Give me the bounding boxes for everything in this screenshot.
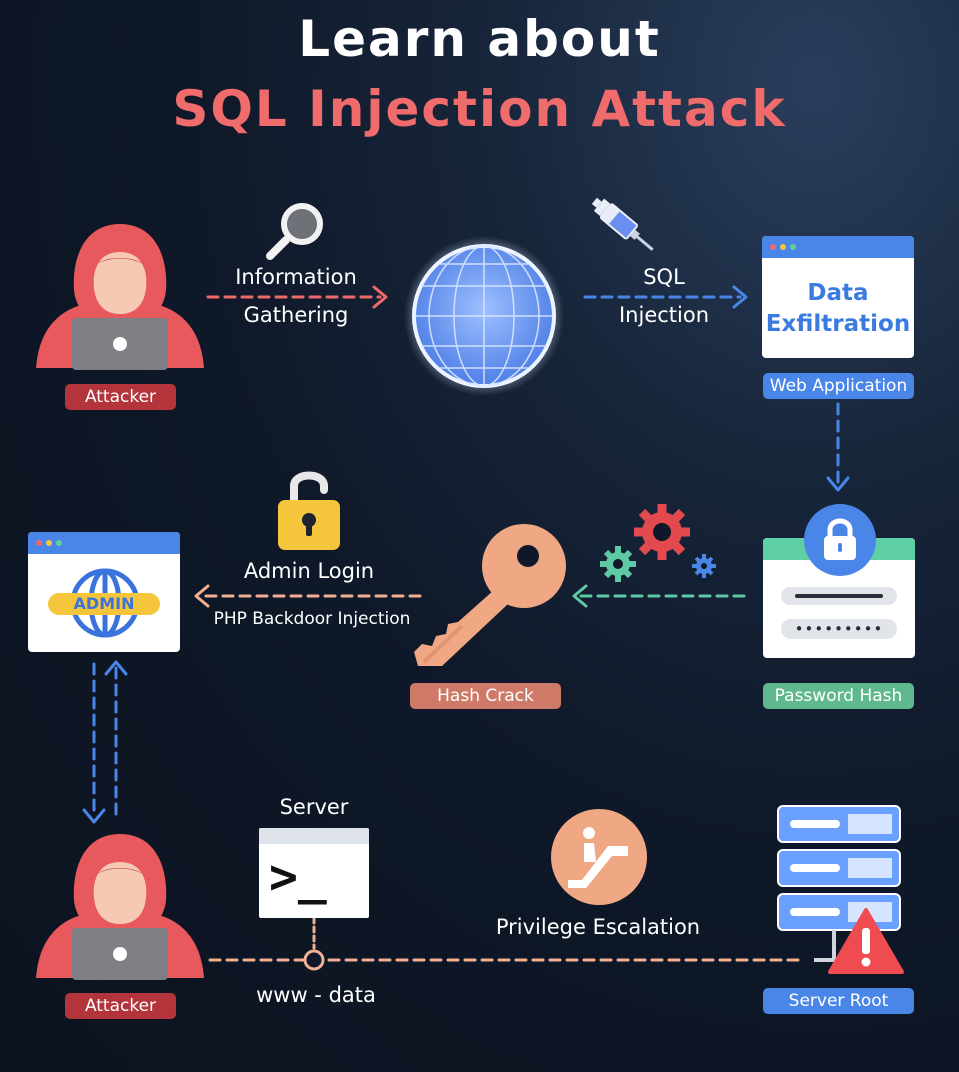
server-label: Server [279,795,349,819]
data-exfil-line1: Data [807,280,869,306]
info-gathering-line1: Information [235,265,357,289]
www-data-label: www - data [256,983,376,1007]
sql-injection-line1: SQL [643,265,685,289]
admin-login-label: Admin Login [243,559,375,583]
web-app-window: Data Exfiltration [762,236,914,358]
terminal-prompt: >_ [269,849,327,905]
sql-injection-line2: Injection [618,303,710,327]
warning-icon [828,908,904,974]
password-hash-label: Password Hash [763,683,914,709]
admin-window: ADMIN [28,532,180,652]
escalator-icon [551,809,647,905]
junction-node [303,949,325,971]
globe-icon [404,236,564,396]
username-field [781,587,897,605]
magnifier-icon [266,203,323,260]
password-hash-card: ••••••••• [763,538,915,658]
attacker-label-bottom: Attacker [65,993,176,1019]
php-backdoor-label: PHP Backdoor Injection [213,609,411,629]
hooded-hacker-icon [36,224,204,370]
server-root-label: Server Root [763,988,914,1014]
key-icon [414,524,566,666]
attacker-label-top: Attacker [65,384,176,410]
web-application-label: Web Application [763,373,914,399]
title-line-2: SQL Injection Attack [172,80,787,138]
lock-icon [804,504,876,576]
admin-badge: ADMIN [48,593,160,615]
admin-window-titlebar [28,532,180,554]
title-line-1: Learn about [298,10,661,68]
hooded-hacker-icon [36,834,204,980]
data-exfil-line2: Exfiltration [765,311,911,337]
terminal-window: >_ [259,828,369,918]
password-field: ••••••••• [781,619,897,639]
gears-icon [600,504,716,582]
syringe-icon [591,197,654,251]
hash-crack-label: Hash Crack [410,683,561,709]
window-titlebar [762,236,914,258]
open-padlock-icon [278,471,340,550]
privilege-escalation-label: Privilege Escalation [495,915,701,939]
info-gathering-line2: Gathering [243,303,349,327]
